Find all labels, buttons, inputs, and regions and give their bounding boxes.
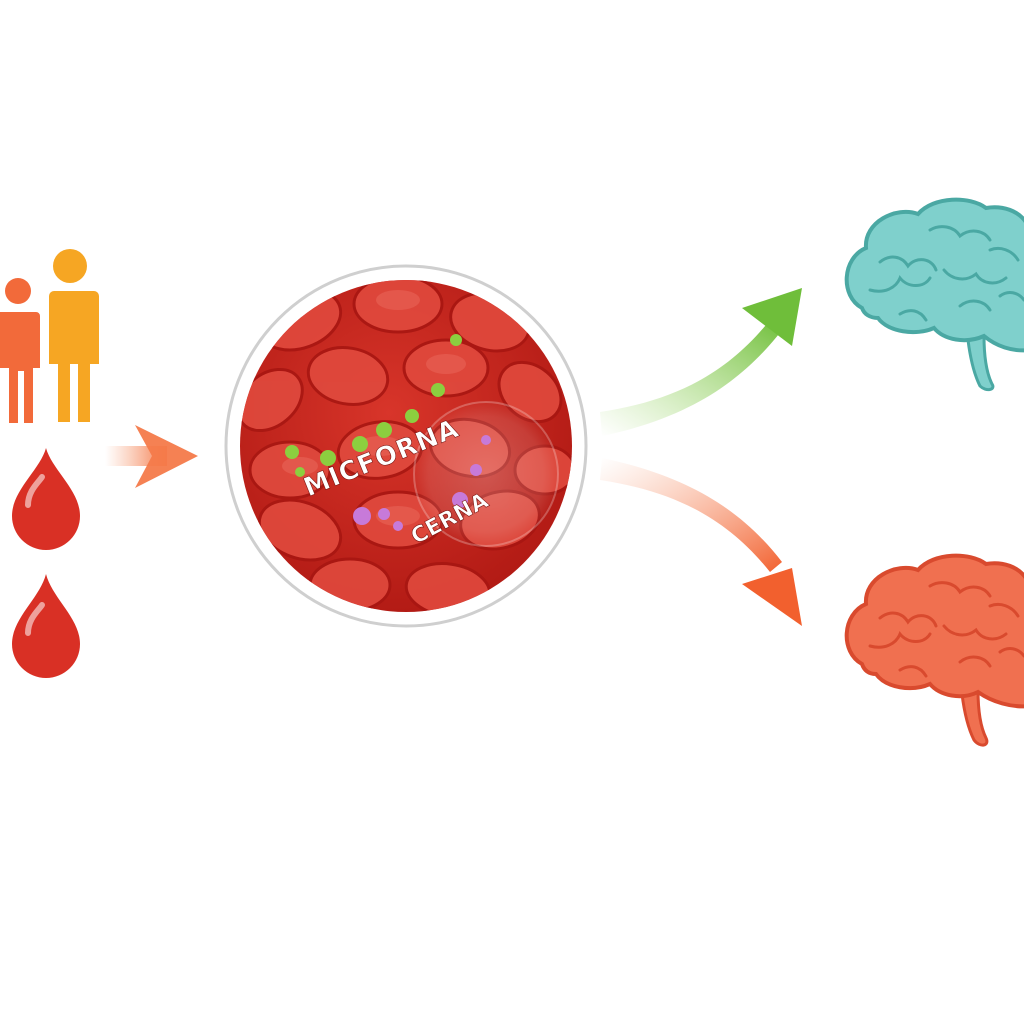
person-small-icon <box>0 278 40 423</box>
arrow-down-to-affected-brain <box>600 458 802 626</box>
rna-strand-purple <box>353 435 491 531</box>
arrow-into-cell <box>105 425 198 488</box>
blood-drop-icon <box>12 574 80 678</box>
blood-drop-icon <box>12 448 80 550</box>
person-large-icon <box>46 249 99 422</box>
brain-affected-icon <box>844 553 1024 747</box>
rna-strand-green <box>285 334 462 477</box>
brain-healthy-icon <box>844 197 1024 392</box>
arrow-up-to-healthy-brain <box>600 288 802 436</box>
blood-cells-magnified-icon <box>224 264 588 628</box>
